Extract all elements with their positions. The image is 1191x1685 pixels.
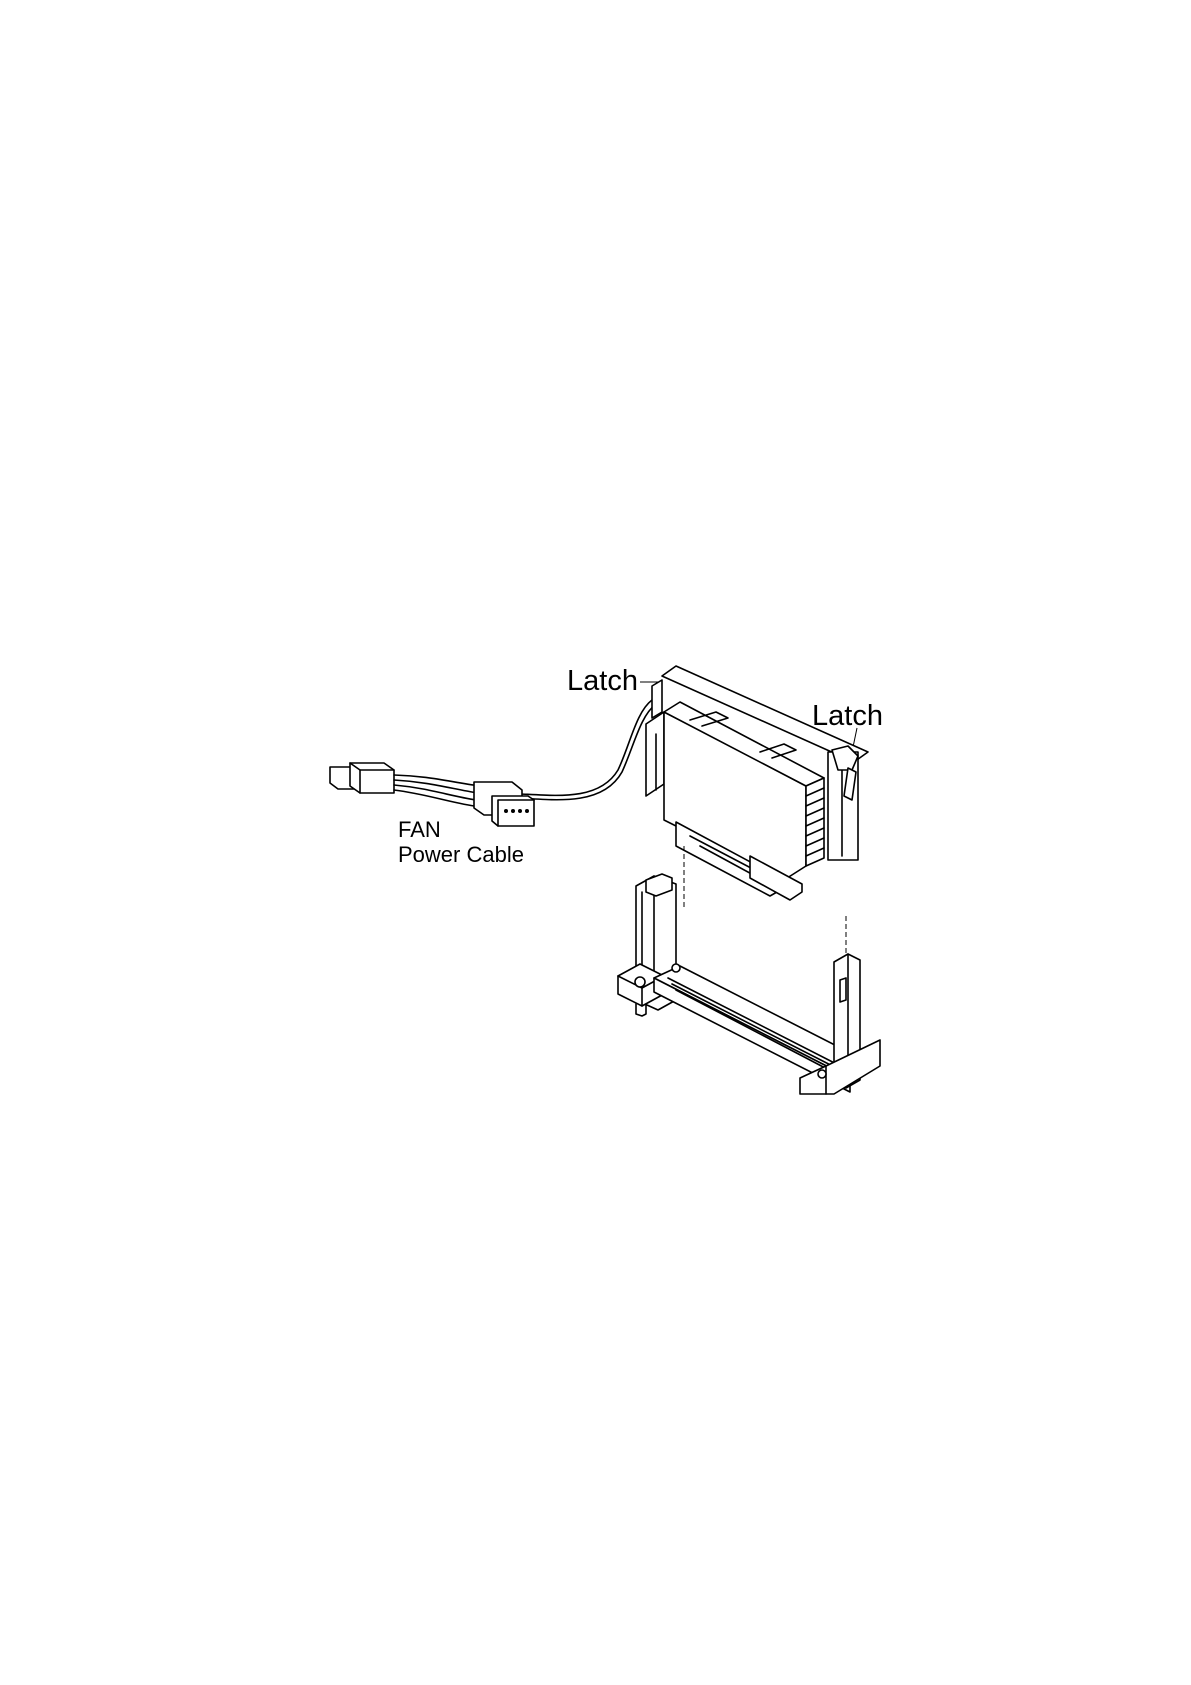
latch-label-right: Latch bbox=[812, 700, 883, 732]
fan-power-cable bbox=[330, 700, 656, 826]
fan-label-line1: FAN bbox=[398, 817, 441, 842]
cable-connector-left bbox=[330, 763, 394, 793]
cable-connector-right bbox=[474, 782, 534, 826]
fan-label-line2: Power Cable bbox=[398, 842, 524, 867]
retention-slot bbox=[618, 874, 880, 1094]
cable-wires bbox=[394, 700, 656, 806]
latch-label-left: Latch bbox=[567, 665, 638, 697]
